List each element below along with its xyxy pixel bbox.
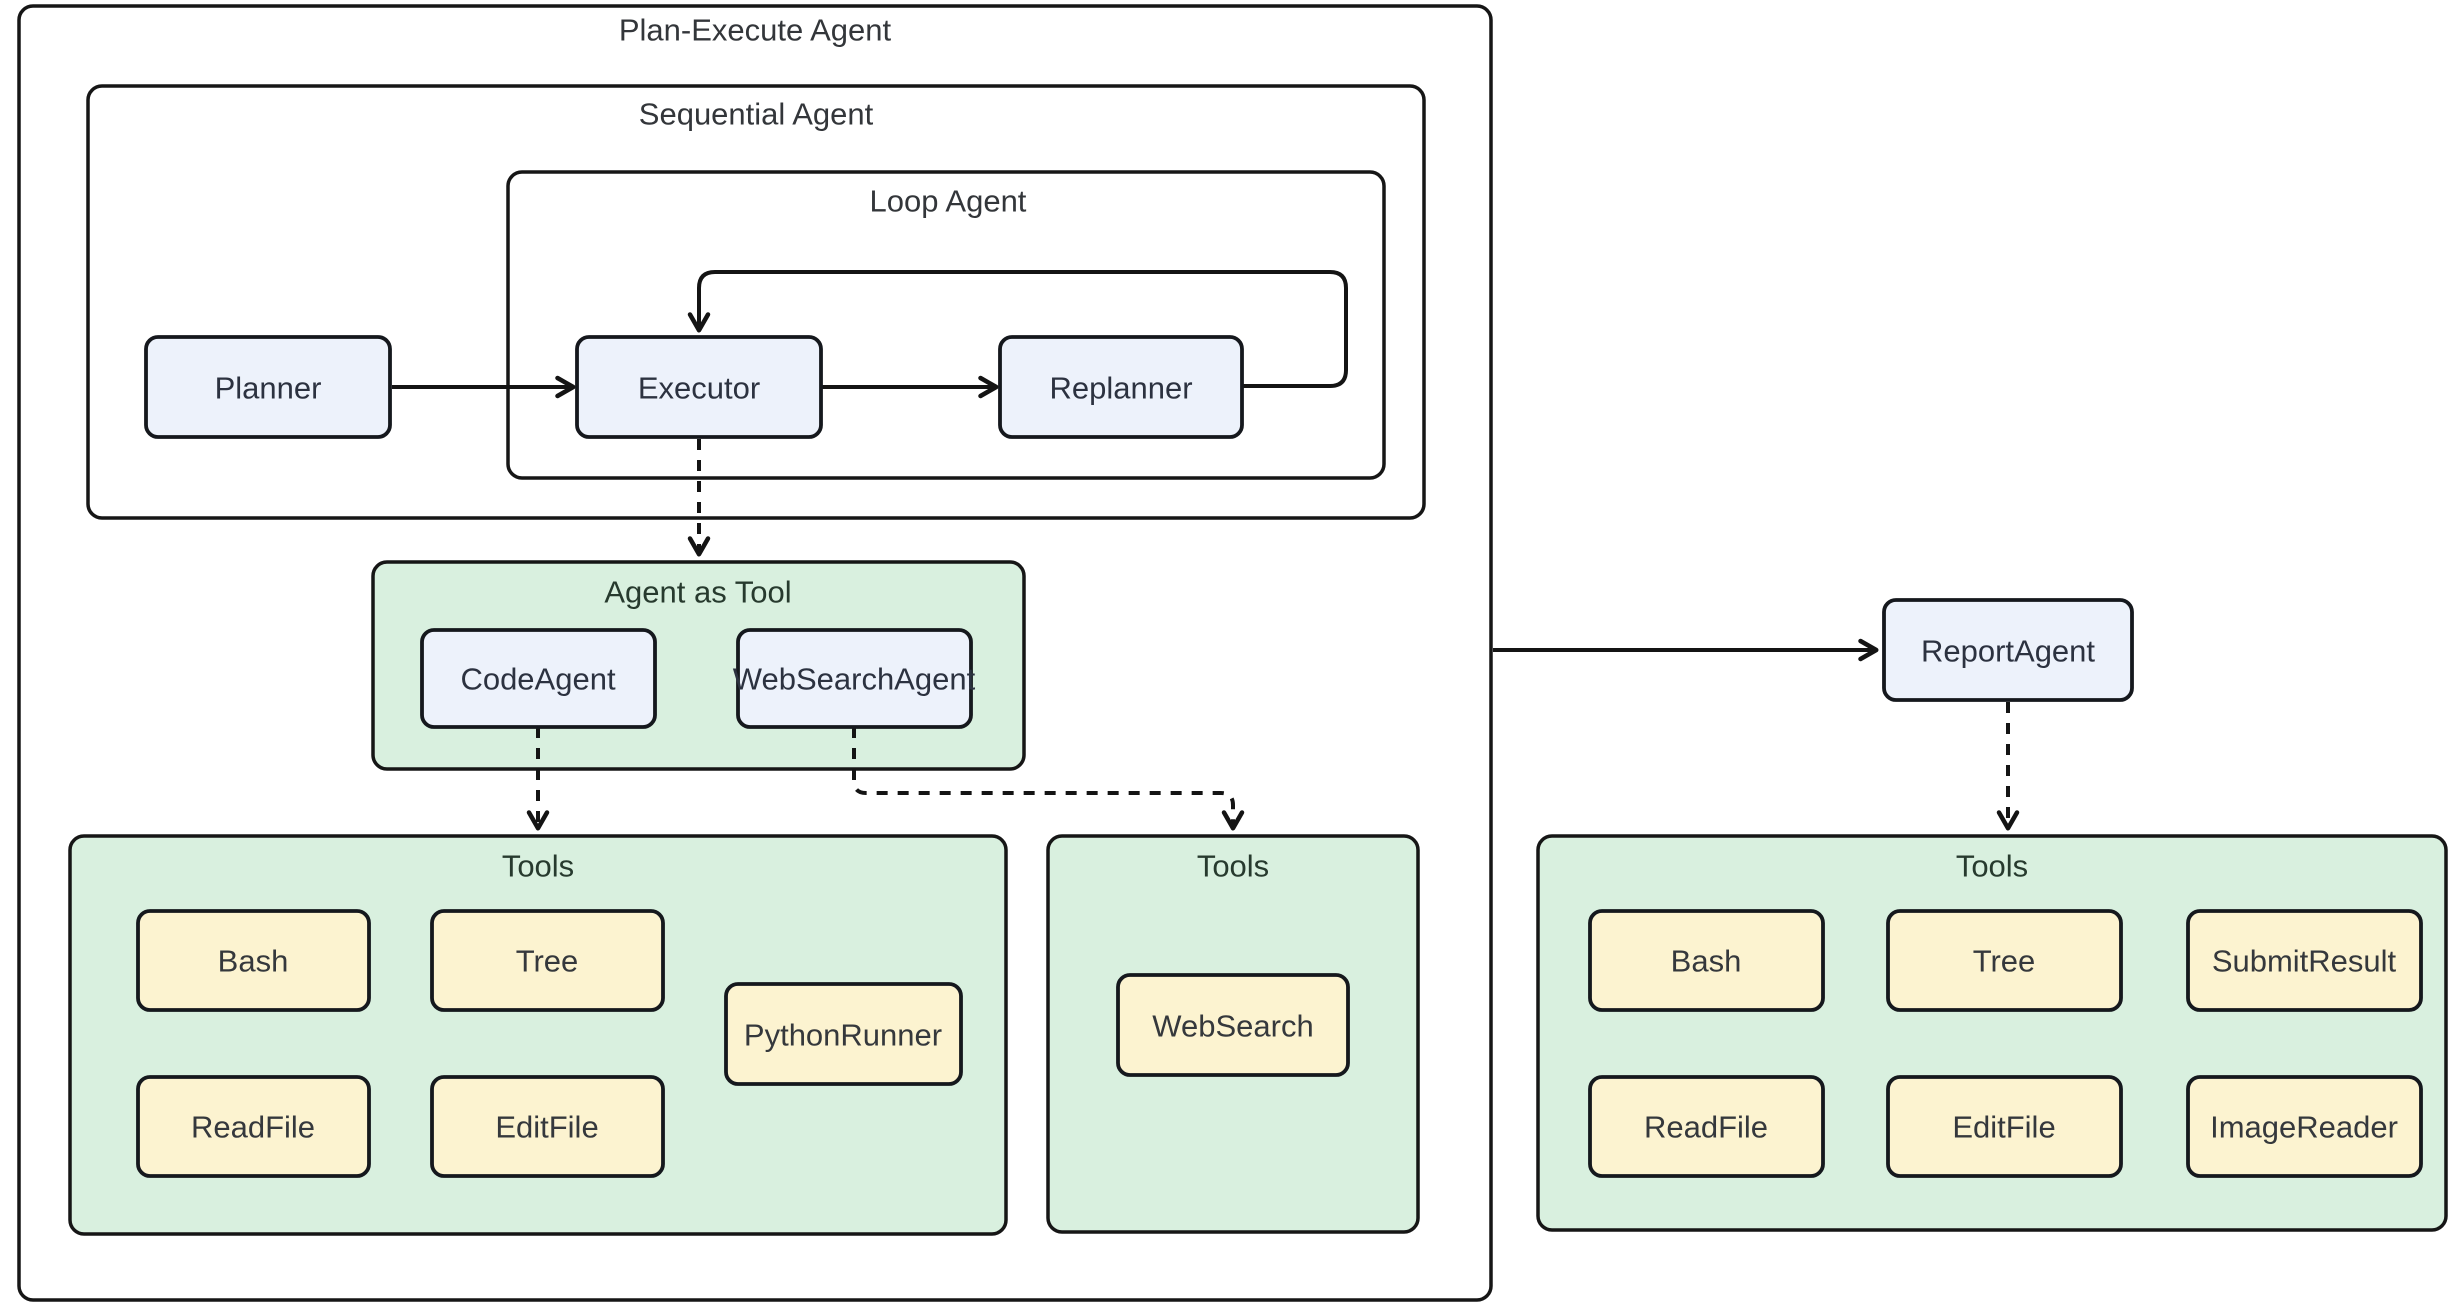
tool-tree-left-label: Tree xyxy=(516,944,579,979)
planner-node-box xyxy=(144,335,392,439)
tool-node-tree-left: Tree xyxy=(430,909,665,1012)
planner-node-label: Planner xyxy=(215,371,322,406)
websearchagent-node-label: WebSearchAgent xyxy=(733,662,976,697)
replanner-node-box xyxy=(998,335,1244,439)
reportagent-node-label: ReportAgent xyxy=(1921,634,2095,669)
tool-bash-left-label: Bash xyxy=(218,944,289,979)
tool-readfile-right-label: ReadFile xyxy=(1644,1110,1768,1145)
tool-submitresult-box xyxy=(2186,909,2423,1012)
tool-tree-right-box xyxy=(1886,909,2123,1012)
tool-websearch-box xyxy=(1116,973,1350,1077)
executor-node: Executor xyxy=(575,335,823,439)
tool-editfile-left-box xyxy=(430,1075,665,1178)
tool-node-bash-left: Bash xyxy=(136,909,371,1012)
tool-editfile-right-box xyxy=(1886,1075,2123,1178)
tool-node-readfile-left: ReadFile xyxy=(136,1075,371,1178)
codeagent-node: CodeAgent xyxy=(420,628,657,729)
tool-tree-right-label: Tree xyxy=(1973,944,2036,979)
arrow-websearchagent-to-websearch-tools xyxy=(852,727,1245,831)
codeagent-node-box xyxy=(420,628,657,729)
tool-node-readfile-right: ReadFile xyxy=(1588,1075,1825,1178)
tool-bash-right-box xyxy=(1588,909,1825,1012)
tool-node-pythonrunner: PythonRunner xyxy=(724,982,963,1086)
tool-node-bash-right: Bash xyxy=(1588,909,1825,1012)
tool-readfile-left-label: ReadFile xyxy=(191,1110,315,1145)
tool-imagereader-label: ImageReader xyxy=(2210,1110,2398,1145)
plan-execute-agent-title: Plan-Execute Agent xyxy=(619,13,892,48)
tool-readfile-left-box xyxy=(136,1075,371,1178)
websearch-tools-title: Tools xyxy=(1197,849,1269,884)
tool-node-tree-right: Tree xyxy=(1886,909,2123,1012)
executor-node-box xyxy=(575,335,823,439)
report-tools-title: Tools xyxy=(1956,849,2028,884)
reportagent-node: ReportAgent xyxy=(1882,598,2134,702)
tool-pythonrunner-label: PythonRunner xyxy=(744,1018,942,1053)
codeagent-node-label: CodeAgent xyxy=(460,662,616,697)
tool-editfile-right-label: EditFile xyxy=(1952,1110,2055,1145)
tool-node-websearch: WebSearch xyxy=(1116,973,1350,1077)
loop-agent-title: Loop Agent xyxy=(870,184,1027,219)
tool-node-imagereader: ImageReader xyxy=(2186,1075,2423,1178)
websearchagent-node: WebSearchAgent xyxy=(733,628,976,729)
tool-node-editfile-right: EditFile xyxy=(1886,1075,2123,1178)
sequential-agent-title: Sequential Agent xyxy=(639,97,874,132)
tool-readfile-right-box xyxy=(1588,1075,1825,1178)
tool-submitresult-label: SubmitResult xyxy=(2212,944,2397,979)
tool-editfile-left-label: EditFile xyxy=(495,1110,598,1145)
planner-node: Planner xyxy=(144,335,392,439)
arrow-replanner-loop-to-executor xyxy=(687,270,1348,388)
executor-node-label: Executor xyxy=(638,371,760,406)
replanner-node: Replanner xyxy=(998,335,1244,439)
tool-node-editfile-left: EditFile xyxy=(430,1075,665,1178)
tool-tree-left-box xyxy=(430,909,665,1012)
executor-tools-title: Tools xyxy=(502,849,574,884)
websearchagent-node-box xyxy=(736,628,973,729)
tool-imagereader-box xyxy=(2186,1075,2423,1178)
tool-bash-right-label: Bash xyxy=(1671,944,1742,979)
tool-pythonrunner-box xyxy=(724,982,963,1086)
reportagent-node-box xyxy=(1882,598,2134,702)
replanner-node-label: Replanner xyxy=(1049,371,1192,406)
tool-websearch-label: WebSearch xyxy=(1152,1009,1313,1044)
agent-as-tool-title: Agent as Tool xyxy=(604,575,791,610)
tool-node-submitresult: SubmitResult xyxy=(2186,909,2423,1012)
tool-bash-left-box xyxy=(136,909,371,1012)
